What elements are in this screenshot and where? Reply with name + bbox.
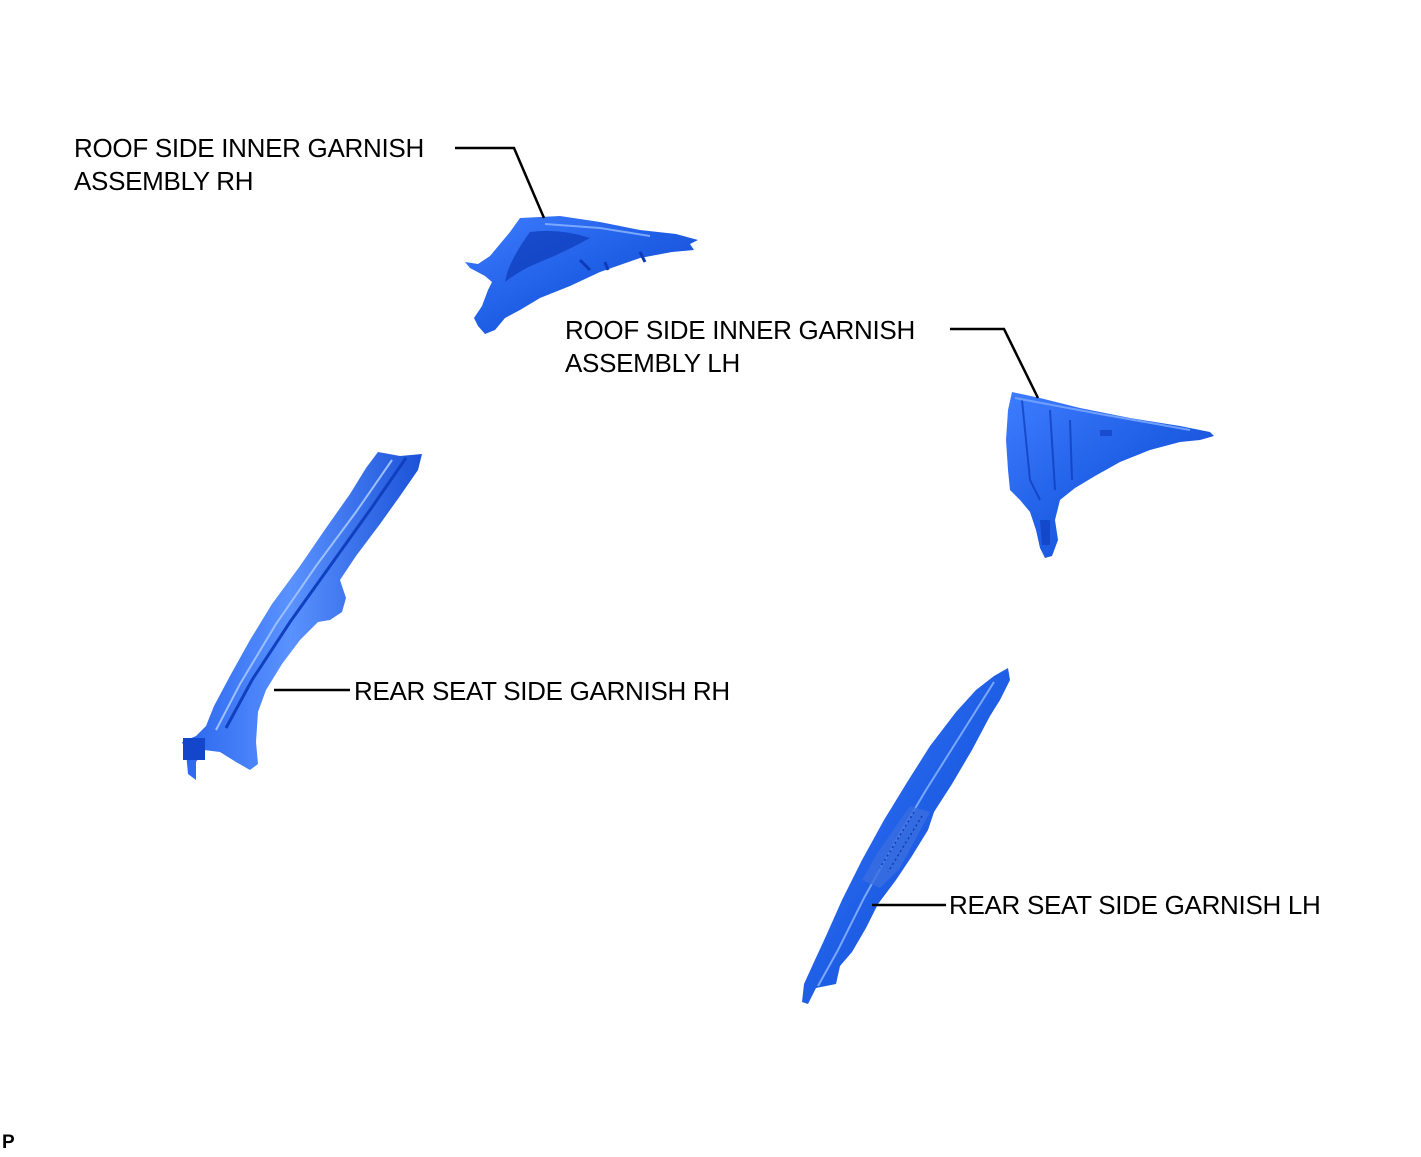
leader-roof-rh bbox=[455, 146, 546, 219]
corner-mark: P bbox=[2, 1132, 15, 1153]
rear-seat-side-garnish-rh-part bbox=[182, 452, 422, 780]
leader-roof-lh bbox=[950, 327, 1040, 399]
label-roof-garnish-rh-line1: ROOF SIDE INNER GARNISH bbox=[74, 133, 424, 163]
label-roof-garnish-lh: ROOF SIDE INNER GARNISH ASSEMBLY LH bbox=[565, 314, 915, 380]
roof-side-inner-garnish-rh-part bbox=[465, 216, 698, 334]
label-roof-garnish-lh-line1: ROOF SIDE INNER GARNISH bbox=[565, 315, 915, 345]
label-roof-garnish-rh: ROOF SIDE INNER GARNISH ASSEMBLY RH bbox=[74, 132, 424, 198]
label-rear-seat-garnish-lh: REAR SEAT SIDE GARNISH LH bbox=[949, 890, 1321, 920]
label-roof-garnish-rh-line2: ASSEMBLY RH bbox=[74, 166, 254, 196]
rear-seat-side-garnish-lh-part bbox=[802, 668, 1010, 1004]
label-roof-garnish-lh-line2: ASSEMBLY LH bbox=[565, 348, 740, 378]
leader-lines bbox=[274, 146, 1040, 907]
roof-side-inner-garnish-lh-part bbox=[1006, 392, 1214, 558]
label-rear-seat-garnish-rh: REAR SEAT SIDE GARNISH RH bbox=[354, 676, 730, 706]
